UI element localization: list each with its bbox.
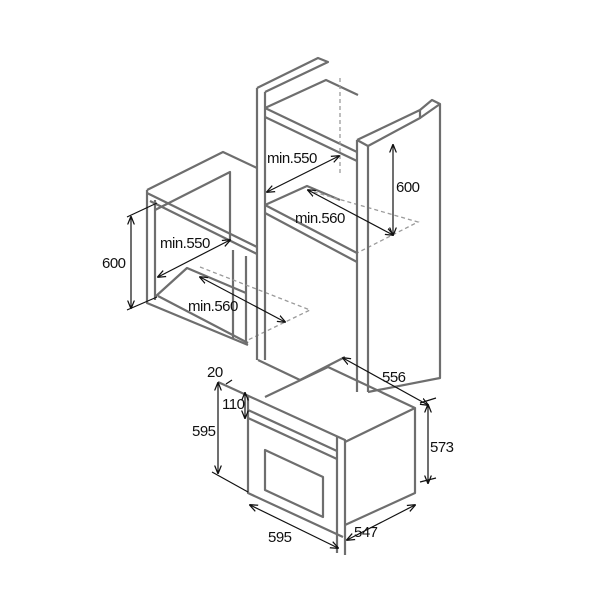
left-cabinet xyxy=(145,150,312,347)
body-depth-label: 547 xyxy=(354,524,378,541)
dimension-lines xyxy=(126,145,437,548)
left-cabinet-height-label: 600 xyxy=(102,255,126,272)
oven-window xyxy=(263,448,325,519)
oven-depth-top-label: 556 xyxy=(382,369,406,386)
left-cabinet-width-label: min.560 xyxy=(188,298,238,315)
panel-thickness-label: 20 xyxy=(207,364,223,381)
front-height-label: 595 xyxy=(192,423,216,440)
tall-column-width-label: min.560 xyxy=(295,210,345,227)
tall-column-depth-label: min.550 xyxy=(267,150,317,167)
body-height-label: 573 xyxy=(430,439,454,456)
front-width-label: 595 xyxy=(268,529,292,546)
left-cabinet-depth-label: min.550 xyxy=(160,235,210,252)
tall-column-height-label: 600 xyxy=(396,179,420,196)
control-panel-height-label: 110 xyxy=(222,396,245,413)
tall-column xyxy=(255,56,442,394)
oven xyxy=(217,365,417,555)
